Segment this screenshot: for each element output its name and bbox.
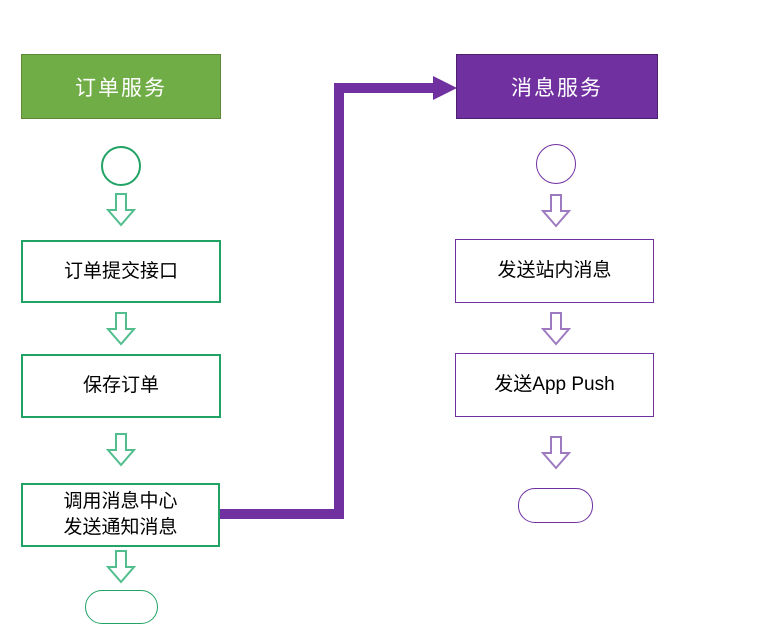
order-start-circle (101, 146, 141, 186)
connector-arrowhead-icon (433, 76, 457, 100)
down-arrow-icon (541, 312, 571, 346)
call-message-center-line2: 发送通知消息 (63, 517, 178, 538)
order-step-save-order: 保存订单 (21, 354, 221, 418)
order-service-title: 订单服务 (75, 76, 167, 100)
message-step-send-app-push: 发送App Push (455, 353, 654, 417)
connector-segment-horizontal-bottom (220, 509, 343, 519)
message-service-header: 消息服务 (456, 54, 658, 119)
order-service-header: 订单服务 (21, 54, 221, 119)
order-step-submit-api: 订单提交接口 (21, 240, 221, 303)
down-arrow-icon (106, 193, 136, 227)
order-step-submit-api-label: 订单提交接口 (63, 260, 178, 282)
message-service-title: 消息服务 (511, 76, 603, 100)
message-step-send-app-push-label: 发送App Push (494, 374, 615, 396)
call-message-center-line1: 调用消息中心 (63, 491, 178, 513)
order-step-save-order-label: 保存订单 (82, 375, 159, 397)
message-end-terminator (518, 488, 593, 523)
order-step-call-message-center: 调用消息中心 发送通知消息 (21, 483, 220, 547)
connector-segment-vertical (334, 83, 344, 519)
message-step-send-site-message: 发送站内消息 (455, 239, 654, 303)
down-arrow-icon (106, 550, 136, 584)
message-start-circle (536, 144, 576, 184)
connector-segment-horizontal-top (334, 83, 434, 93)
order-step-call-message-center-label: 调用消息中心 发送通知消息 (63, 489, 177, 540)
down-arrow-icon (106, 312, 136, 346)
order-end-terminator (85, 590, 158, 624)
message-step-send-site-message-label: 发送站内消息 (497, 260, 612, 282)
down-arrow-icon (541, 194, 571, 228)
down-arrow-icon (541, 436, 571, 470)
down-arrow-icon (106, 433, 136, 467)
